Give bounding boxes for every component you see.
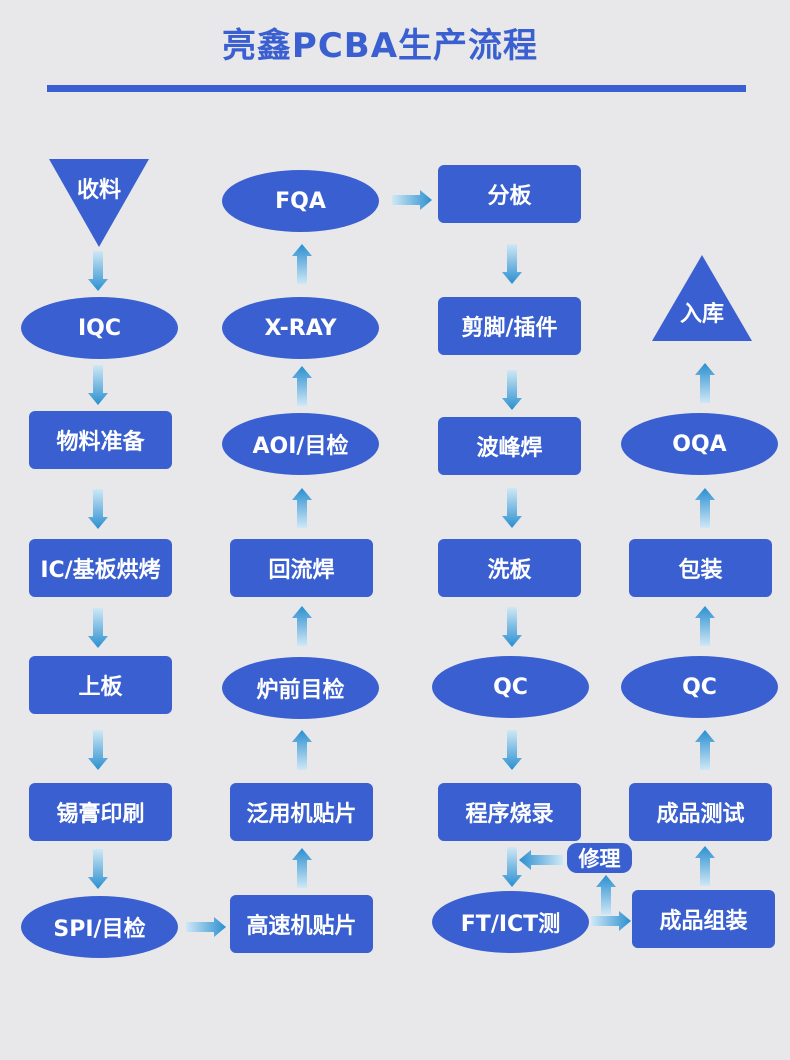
qc-node-1: QC (432, 656, 589, 718)
depaneling-node: 分板 (438, 165, 581, 223)
repair-node: 修理 (567, 843, 632, 873)
arrow-depaneling-to-cutting (502, 244, 522, 284)
arrow-oqa-to-warehouse (695, 363, 715, 403)
arrow-ftict-to-repair (596, 875, 616, 915)
receive-materials-label: 收料 (76, 178, 121, 203)
arrow-cutting-to-wave (502, 370, 522, 410)
xray-node: X-RAY (222, 297, 379, 359)
high-speed-placement-node: 高速机贴片 (230, 895, 373, 953)
general-placement-node: 泛用机贴片 (230, 783, 373, 841)
warehouse-in-label: 入库 (679, 302, 724, 327)
ft-ict-test-node: FT/ICT测 (432, 891, 589, 953)
arrow-fqa-to-depaneling (392, 190, 432, 210)
triangle-down-shape (49, 159, 149, 247)
ic-board-baking-node: IC/基板烘烤 (29, 539, 172, 597)
arrow-prereflow-to-reflow (292, 606, 312, 646)
iqc-node: IQC (21, 297, 178, 359)
spi-inspection-node: SPI/目检 (21, 896, 178, 958)
arrow-test-to-qc2 (695, 730, 715, 770)
receive-materials-node: 收料 (48, 158, 150, 248)
reflow-soldering-node: 回流焊 (230, 539, 373, 597)
arrow-qc1-to-burning (502, 730, 522, 770)
arrow-repair-to-burning (519, 850, 563, 870)
arrow-packaging-to-oqa (695, 488, 715, 528)
material-prep-node: 物料准备 (29, 411, 172, 469)
arrow-highspeed-to-general (292, 848, 312, 888)
arrow-loading-to-printing (88, 730, 108, 770)
arrow-burning-to-ftict (502, 847, 522, 887)
solder-paste-printing-node: 锡膏印刷 (29, 783, 172, 841)
pre-reflow-inspection-node: 炉前目检 (222, 657, 379, 719)
arrow-baking-to-loading (88, 608, 108, 648)
board-loading-node: 上板 (29, 656, 172, 714)
arrow-receive-to-iqc (88, 251, 108, 291)
final-assembly-node: 成品组装 (632, 890, 775, 948)
aoi-inspection-node: AOI/目检 (222, 413, 379, 475)
packaging-node: 包装 (629, 539, 772, 597)
arrow-prep-to-baking (88, 489, 108, 529)
arrow-printing-to-spi (88, 849, 108, 889)
board-washing-node: 洗板 (438, 539, 581, 597)
arrow-washing-to-qc1 (502, 607, 522, 647)
page-title: 亮鑫PCBA生产流程 (221, 26, 539, 66)
warehouse-in-node: 入库 (651, 254, 753, 342)
arrow-aoi-to-xray (292, 366, 312, 406)
triangle-up-shape (652, 255, 752, 341)
wave-soldering-node: 波峰焊 (438, 417, 581, 475)
arrow-general-to-prereflow (292, 730, 312, 770)
arrow-reflow-to-aoi (292, 488, 312, 528)
arrow-assembly-to-test (695, 846, 715, 886)
arrow-ftict-to-assembly (591, 911, 631, 931)
final-product-test-node: 成品测试 (629, 783, 772, 841)
title-divider (47, 85, 746, 92)
arrow-iqc-to-prep (88, 365, 108, 405)
arrow-wave-to-washing (502, 488, 522, 528)
fqa-node: FQA (222, 170, 379, 232)
qc-node-2: QC (621, 656, 778, 718)
arrow-xray-to-fqa (292, 244, 312, 284)
arrow-spi-to-highspeed (186, 917, 226, 937)
program-burning-node: 程序烧录 (438, 783, 581, 841)
arrow-qc2-to-packaging (695, 606, 715, 646)
oqa-node: OQA (621, 413, 778, 475)
lead-cutting-insertion-node: 剪脚/插件 (438, 297, 581, 355)
